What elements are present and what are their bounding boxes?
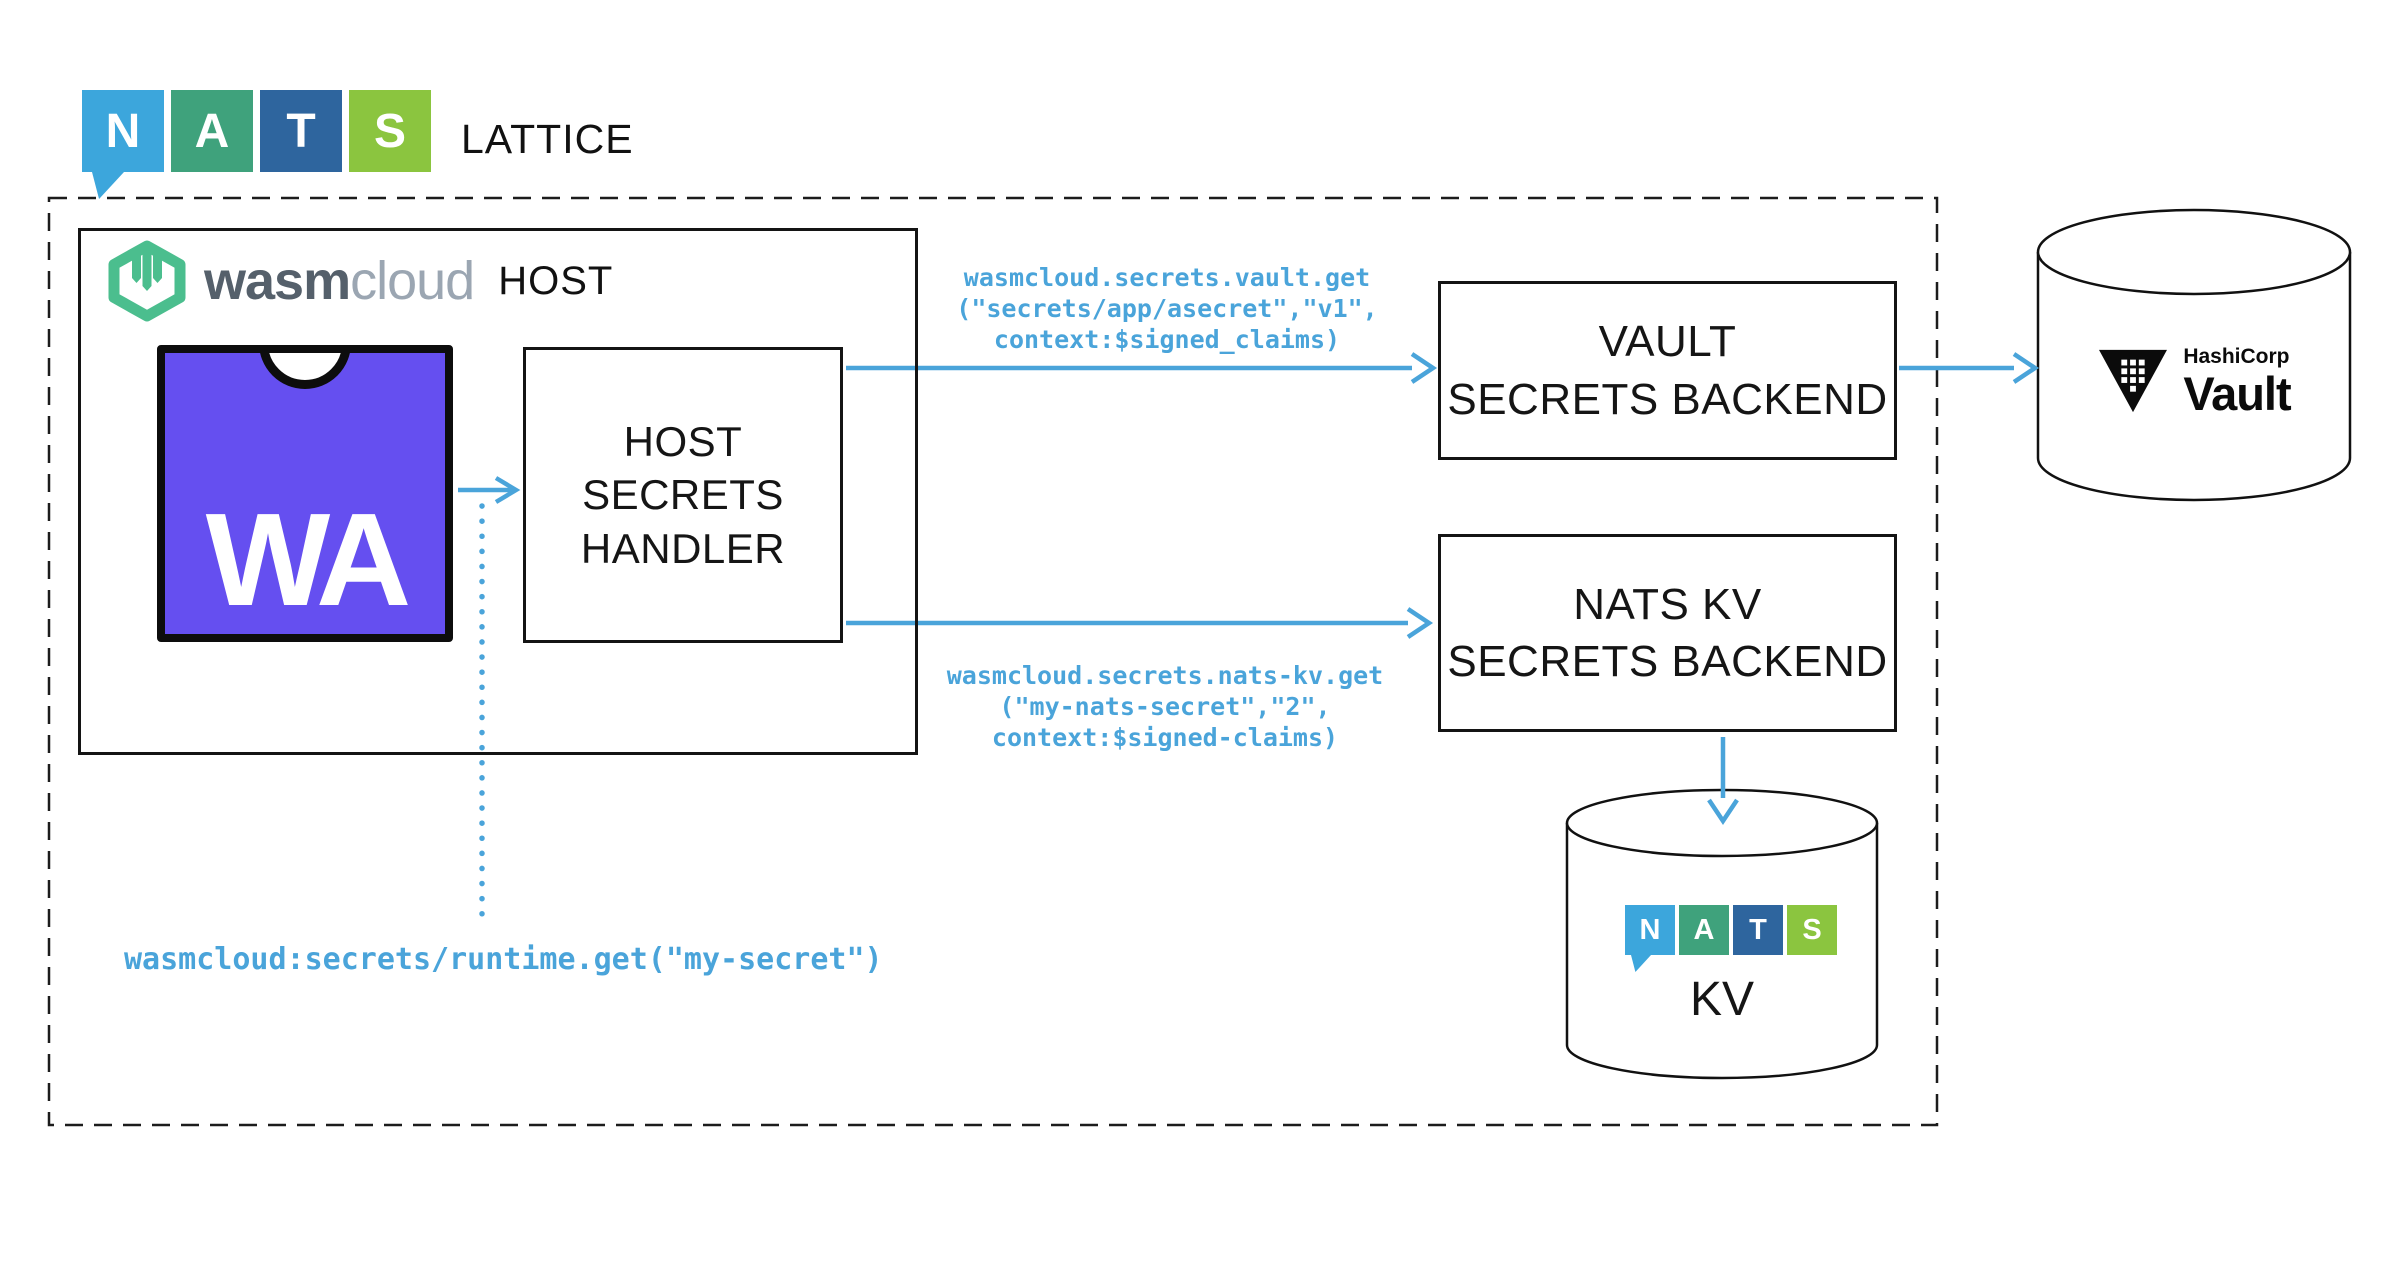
kv-label: KV xyxy=(1689,973,1755,1026)
arrow-wa-to-handler xyxy=(458,476,521,504)
wordmark-cloud: cloud xyxy=(350,251,475,311)
wasmcloud-brand-row: wasmcloud HOST xyxy=(108,240,613,322)
arrow-handler-to-vault-backend xyxy=(846,352,1438,384)
nats-letter: T xyxy=(1749,913,1767,946)
arrow-vault-backend-to-vault xyxy=(1899,352,2040,384)
lattice-dashed-border xyxy=(47,196,1939,1127)
vault-name-label: Vault xyxy=(2183,366,2291,420)
host-secrets-handler-box: HOST SECRETS HANDLER xyxy=(523,347,843,643)
nats-letter: T xyxy=(286,104,316,158)
nats-kv-call-label: wasmcloud.secrets.nats-kv.get ("my-nats-… xyxy=(946,661,1384,752)
nats-logo-block-t: T xyxy=(1733,905,1783,955)
nats-kv-secrets-backend-label: NATS KV SECRETS BACKEND xyxy=(1447,579,1888,686)
nats-logo-block-s: S xyxy=(349,90,431,172)
vault-cylinder xyxy=(2036,208,2352,502)
vault-secrets-backend-box: VAULT SECRETS BACKEND xyxy=(1438,281,1897,460)
host-label: HOST xyxy=(498,258,614,303)
nats-logo-block-n: N xyxy=(82,90,164,199)
nats-lattice-logo: N A T S xyxy=(82,90,438,199)
vault-triangle-icon xyxy=(2099,349,2168,413)
arrow-natskv-backend-to-kv xyxy=(1707,737,1739,826)
wasmcloud-hexagon-icon xyxy=(108,240,186,322)
nats-letter: S xyxy=(1802,913,1822,946)
vault-brand-text: HashiCorp Vault xyxy=(2183,344,2291,420)
nats-logo-block-a: A xyxy=(171,90,253,172)
nats-logo-block-a: A xyxy=(1679,905,1729,955)
lattice-label: LATTICE xyxy=(461,116,634,162)
nats-kv-logo: N A T S xyxy=(1625,905,1841,972)
wordmark-wasm: wasm xyxy=(204,251,351,311)
arrow-handler-to-natskv-backend xyxy=(846,607,1434,639)
vault-secrets-backend-label: VAULT SECRETS BACKEND xyxy=(1447,317,1888,424)
nats-logo-block-t: T xyxy=(260,90,342,172)
nats-letter: N xyxy=(1639,913,1661,946)
host-secrets-handler-label: HOST SECRETS HANDLER xyxy=(580,418,786,572)
nats-kv-secrets-backend-box: NATS KV SECRETS BACKEND xyxy=(1438,534,1897,732)
wasmcloud-wordmark: wasmcloud xyxy=(204,250,475,312)
nats-letter: N xyxy=(105,104,141,158)
vault-call-label: wasmcloud.secrets.vault.get ("secrets/ap… xyxy=(956,263,1378,354)
hashicorp-label: HashiCorp xyxy=(2183,344,2290,368)
nats-logo-block-n: N xyxy=(1625,905,1675,972)
nats-letter: S xyxy=(373,104,406,158)
runtime-call-label: wasmcloud:secrets/runtime.get("my-secret… xyxy=(124,942,883,977)
hashicorp-vault-logo: HashiCorp Vault xyxy=(2062,338,2328,424)
wa-notch xyxy=(259,353,351,389)
wa-label: WA xyxy=(205,486,412,633)
nats-logo-block-s: S xyxy=(1787,905,1837,955)
nats-letter: A xyxy=(1693,913,1715,946)
wasm-component: WA xyxy=(157,345,453,642)
nats-letter: A xyxy=(194,104,230,158)
wasmcloud-host-box xyxy=(78,228,918,755)
